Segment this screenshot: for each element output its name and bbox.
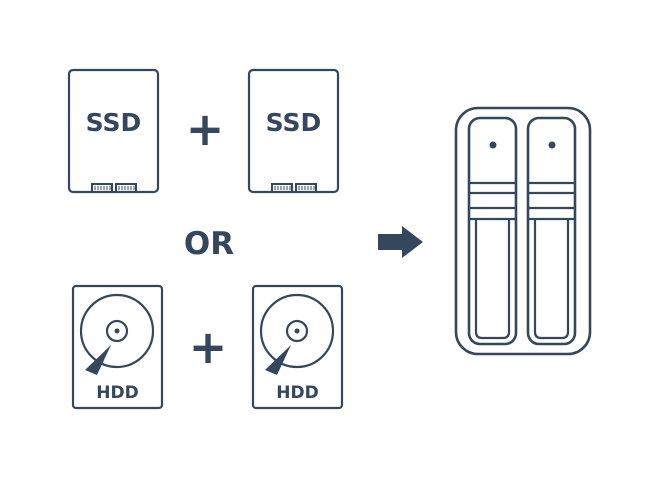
ssd-drive-icon-right: SSD: [247, 68, 340, 194]
or-label: OR: [184, 226, 234, 262]
hdd-drive-icon-right: HDD: [251, 284, 344, 410]
hdd-platter-left: [79, 293, 155, 369]
nas-led-right: [548, 141, 556, 149]
ssd-connector-right: [271, 183, 317, 193]
plus-sign-top: +: [186, 102, 225, 156]
hdd-drive-icon-left: HDD: [71, 284, 164, 410]
nas-led-left: [489, 141, 497, 149]
ssd-drive-icon-left: SSD: [67, 68, 160, 194]
hdd-read-arm-left: [85, 345, 111, 375]
nas-drive-bay-left: [467, 116, 518, 346]
hdd-read-arm-right: [265, 345, 291, 375]
two-bay-nas-enclosure-icon: [454, 106, 592, 356]
plus-sign-bottom: +: [189, 320, 228, 374]
hdd-platter-right: [259, 293, 335, 369]
hdd-label-left: HDD: [96, 383, 138, 403]
hdd-label-right: HDD: [276, 383, 318, 403]
ssd-label-left: SSD: [86, 108, 142, 137]
nas-drive-bay-right: [526, 116, 577, 346]
ssd-label-right: SSD: [266, 108, 322, 137]
ssd-connector-left: [91, 183, 137, 193]
right-arrow-icon: [378, 226, 423, 258]
